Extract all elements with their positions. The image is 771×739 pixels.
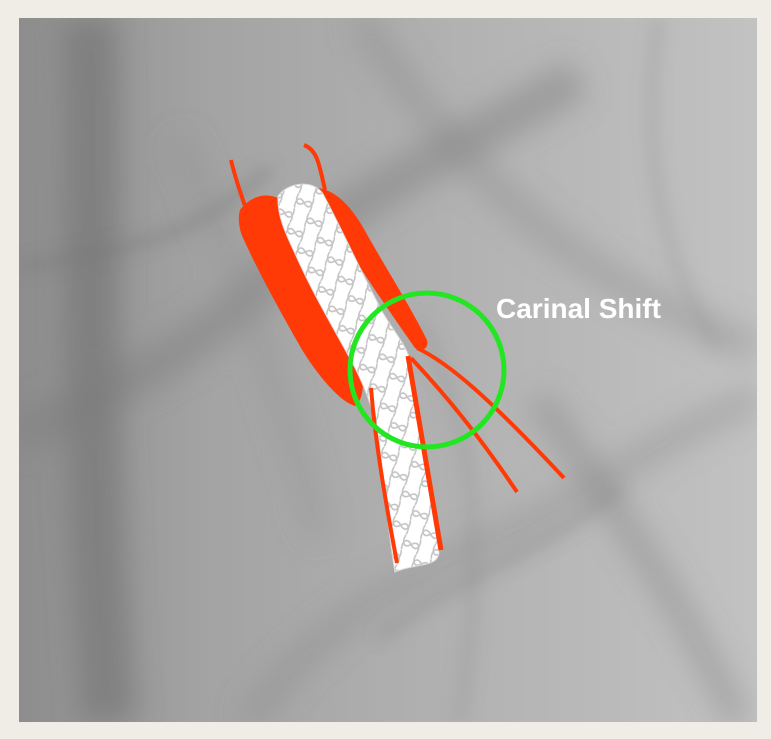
angiogram-illustration: Carinal Shift [19,18,757,722]
carinal-shift-label: Carinal Shift [496,293,661,324]
angiogram-image: Carinal Shift [19,18,757,722]
